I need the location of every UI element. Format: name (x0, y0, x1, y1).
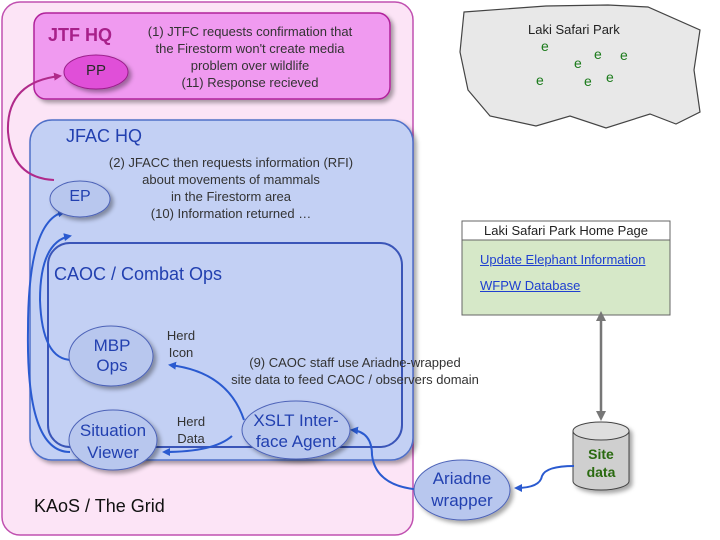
arrow-xslt-to-herd-icon (168, 361, 245, 421)
homepage-titlebar (461, 220, 671, 241)
situation-viewer-node (68, 409, 158, 471)
safari-park-map (459, 4, 701, 129)
arrow-mbp-to-ep (38, 233, 73, 361)
site-data-cylinder (572, 421, 630, 491)
ariadne-label: Ariadne wrapper (431, 469, 493, 510)
jtf-title: JTF HQ (48, 25, 113, 45)
caoc-title: CAOC / Combat Ops (54, 264, 223, 284)
animal-marker: e (606, 69, 614, 85)
ariadne-wrapper-node (413, 459, 511, 521)
xslt-agent-node (241, 400, 351, 460)
ep-label: EP (69, 188, 91, 205)
update-elephant-link[interactable]: Update Elephant Information (480, 252, 646, 267)
xslt-agent-label: XSLT Inter- face Agent (253, 411, 339, 451)
park-title: Laki Safari Park (528, 22, 620, 37)
animal-marker: e (574, 55, 582, 71)
animal-marker: e (594, 46, 602, 62)
jfac-title: JFAC HQ (66, 126, 143, 146)
animal-marker: e (541, 38, 549, 54)
jfac-note: (2) JFACC then requests information (RFI… (108, 155, 354, 221)
step9-note: (9) CAOC staff use Ariadne-wrapped site … (231, 355, 479, 387)
site-data-label: Site data (586, 446, 616, 480)
arrow-ep-to-pp (6, 72, 62, 181)
arrow-xslt-to-herd-data (162, 435, 233, 456)
animal-marker: e (620, 47, 628, 63)
animal-marker: e (584, 73, 592, 89)
arrow-site-to-ariadne (514, 465, 575, 492)
situation-viewer-label: Situation Viewer (79, 421, 147, 462)
herd-icon-label: Herd Icon (166, 328, 196, 360)
animal-marker: e (536, 72, 544, 88)
herd-data-label: Herd Data (176, 414, 206, 446)
jtf-note: (1) JTFC requests confirmation that the … (147, 24, 353, 90)
mbp-ops-label: MBP Ops (93, 336, 131, 375)
kaos-grid-label: KAoS / The Grid (34, 496, 165, 516)
pp-node (63, 54, 129, 90)
mbp-ops-node (68, 325, 154, 387)
pp-label: PP (85, 62, 106, 79)
arrow-ariadne-to-xslt (350, 426, 425, 491)
ep-node (49, 180, 111, 218)
homepage-title: Laki Safari Park Home Page (483, 223, 649, 238)
arrow-viewer-to-ep (26, 209, 71, 453)
wfpw-database-link[interactable]: WFPW Database (480, 278, 581, 293)
